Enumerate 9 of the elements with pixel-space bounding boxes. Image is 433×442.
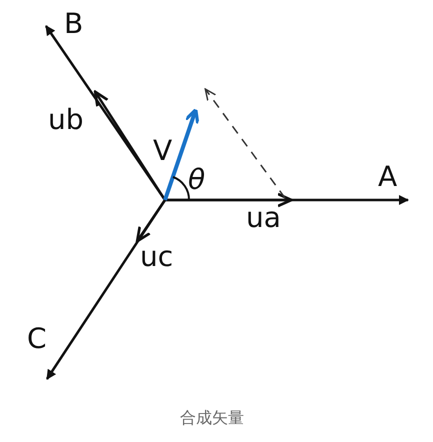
vector-label: V xyxy=(153,137,172,165)
vector-label: A xyxy=(378,163,398,191)
vector-label: ua xyxy=(246,204,281,232)
vector-label: B xyxy=(64,10,84,38)
vector-label: ub xyxy=(48,106,84,134)
vector-label: C xyxy=(27,325,47,353)
angle-label: θ xyxy=(188,166,206,194)
caption: 合成矢量 xyxy=(180,408,244,429)
vector-label: uc xyxy=(140,243,174,271)
